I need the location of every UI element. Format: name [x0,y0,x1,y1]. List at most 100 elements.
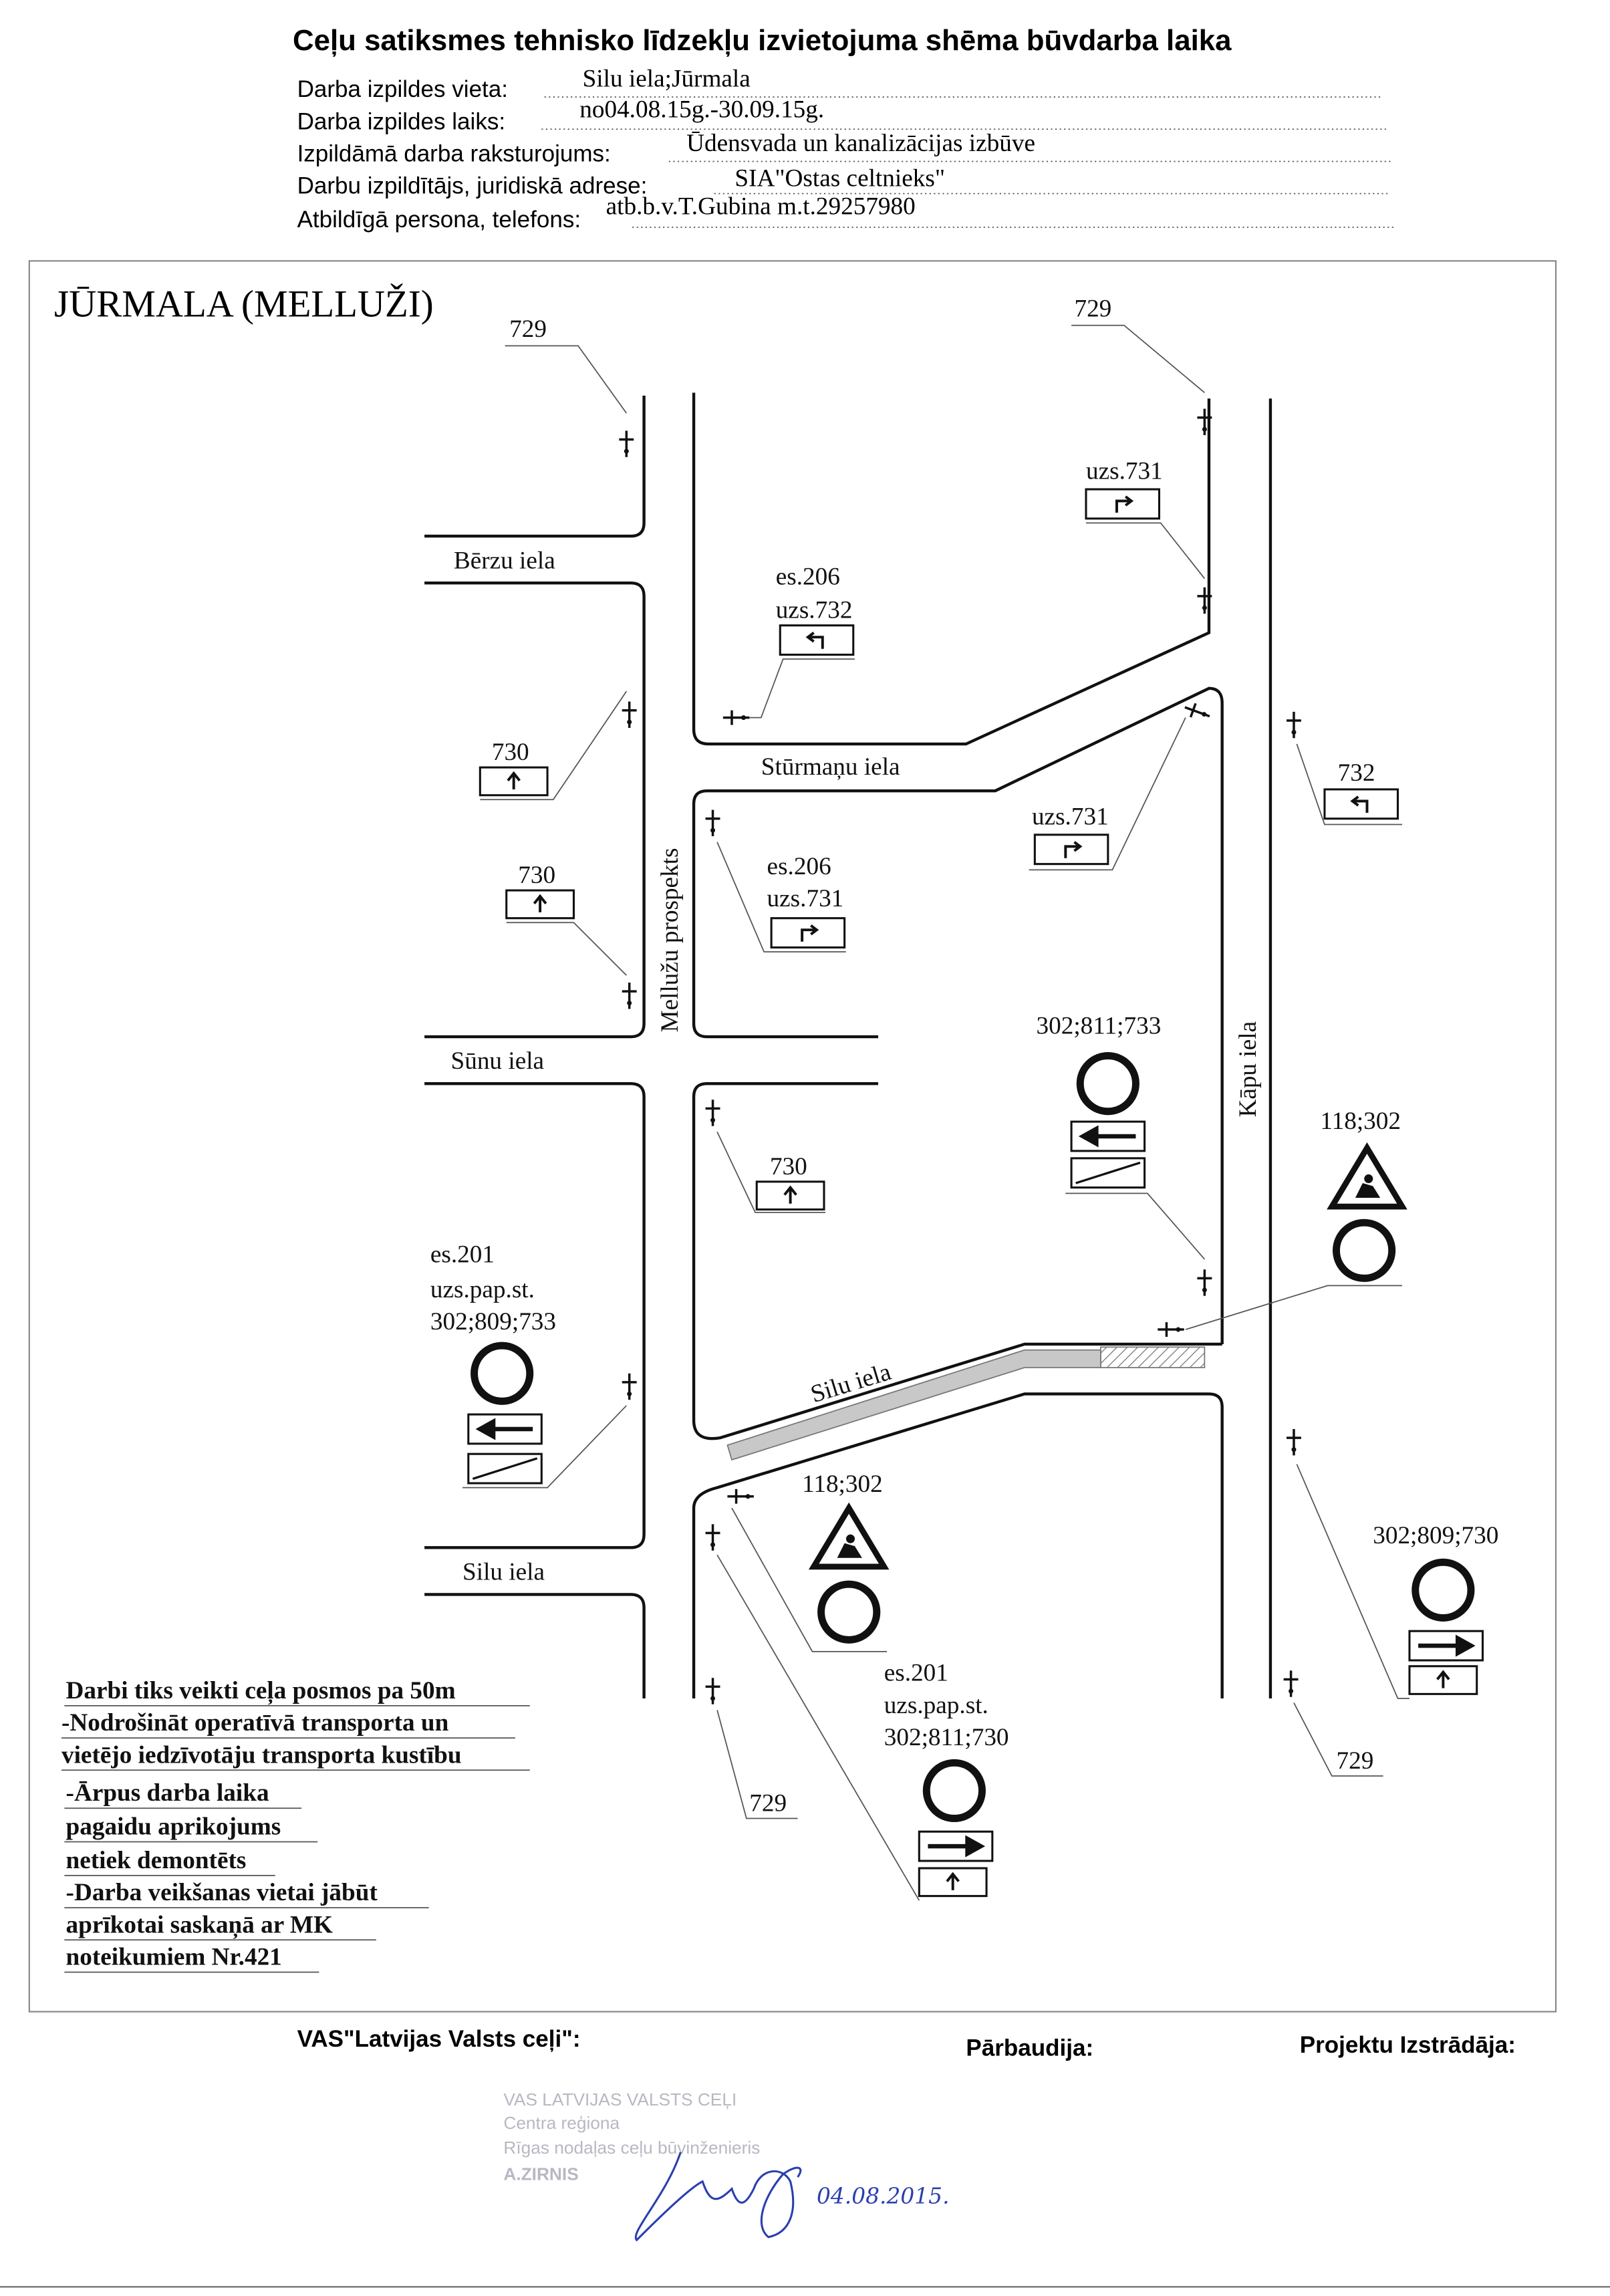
note-line: noteikumiem Nr.421 [66,1944,282,1971]
left-turn-panel-icon [1323,787,1399,820]
right-arrow-panel-icon [919,1831,992,1861]
left-turn-panel-icon [779,624,855,656]
stamp-line: Centra reģiona [503,2113,620,2133]
sign-label: uzs.pap.st. [884,1692,988,1719]
document-title: Ceļu satiksmes tehnisko līdzekļu izvieto… [293,24,1232,57]
sign-post-icon [1156,1321,1186,1338]
signature-date: 04.08.2015. [817,2183,950,2208]
straight-ahead-panel-icon [755,1180,825,1211]
sign-label: 730 [518,862,555,889]
sign-post-icon [620,700,638,729]
sign-label: 302;811;733 [1037,1013,1162,1040]
sign-label: uzs.731 [767,885,844,912]
sign-post-icon [726,1488,755,1505]
work-notes: Darbi tiks veikti ceļa posmos pa 50m -No… [61,1677,530,1973]
stamp-line: VAS LATVIJAS VALSTS CEĻI [503,2089,736,2110]
checked-by-label: Pārbaudija: [966,2035,1093,2061]
sign-730-b: 730 [505,862,638,1011]
straight-ahead-panel-icon [505,889,575,920]
street-label-sunu: Sūnu iela [451,1047,545,1075]
field-label-period: Darba izpildes laiks: [297,108,506,134]
handwritten-signature: 04.08.2015. [634,2152,950,2242]
no-entry-ring-icon [821,1584,877,1640]
sign-es201-302-809-733: es.201 uzs.pap.st. 302;809;733 [430,1241,638,1489]
street-label-silu-left: Silu iela [462,1559,545,1586]
straight-ahead-panel-icon [479,766,549,797]
header-fields: Darba izpildes vieta: Silu iela;Jūrmala … [297,66,1393,233]
note-line: -Ārpus darba laika [66,1779,269,1807]
sign-post-icon [1181,699,1214,725]
sign-post-icon [1285,711,1303,740]
sign-post-icon [618,429,636,459]
map-title: JŪRMALA (MELLUŽI) [54,283,434,326]
sign-label: es.206 [776,563,840,590]
note-line: -Darba veikšanas vietai jābūt [66,1879,378,1906]
sign-730-c: 730 [704,1098,826,1213]
sign-label: 302;811;730 [884,1724,1009,1751]
sign-post-icon [704,808,722,838]
sign-label: 118;302 [1320,1108,1401,1135]
roadworks-triangle-icon [1332,1148,1402,1207]
sign-post-icon [704,1098,722,1128]
straight-ahead-panel-icon [918,1867,988,1898]
field-value-responsible: atb.b.v.T.Gubina m.t.29257980 [606,193,916,220]
sign-label: 732 [1338,759,1375,787]
approval-lvc-label: VAS"Latvijas Valsts ceļi": [297,2026,581,2052]
map-frame [28,260,1557,2013]
sign-label: 729 [509,315,547,343]
sign-118-302-right: 118;302 [1156,1108,1402,1338]
street-label-berzu: Bērzu iela [454,547,555,574]
left-arrow-panel-icon [468,1414,542,1444]
no-entry-ring-icon [1336,1223,1391,1278]
no-entry-ring-icon [1080,1056,1135,1112]
note-line: -Nodrošināt operatīvā transporta un [61,1709,449,1737]
no-entry-ring-icon [475,1346,530,1401]
sign-118-302-left: 118;302 [726,1471,887,1652]
sign-label: 302;809;733 [430,1308,556,1335]
field-value-period: no04.08.15g.-30.09.15g. [579,96,824,124]
roadworks-triangle-icon [814,1508,884,1567]
stamp-line: Rīgas nodaļas ceļu būvinženieris [503,2138,760,2158]
sign-729-north-right: 729 [1071,295,1214,436]
sign-729-south-right: 729 [1282,1669,1383,1777]
sign-729-south-left: 729 [704,1676,798,1819]
sign-730-a: 730 [479,690,638,801]
note-line: pagaidu aprikojums [66,1813,281,1841]
sign-post-icon [1196,1268,1214,1297]
street-label-kapu: Kāpu iela [1234,1021,1262,1117]
sign-label: uzs.731 [1086,458,1163,485]
note-line: aprīkotai saskaņā ar MK [66,1911,333,1939]
sign-label: 730 [492,739,529,766]
sign-post-icon [704,1676,722,1706]
sign-label: 729 [749,1790,787,1817]
sign-post-icon [704,1523,722,1552]
field-value-work-description: Ūdensvada un kanalizācijas izbūve [686,130,1035,157]
sign-label: es.206 [767,853,831,880]
approval-stamp: VAS LATVIJAS VALSTS CEĻI Centra reģiona … [503,2089,760,2184]
field-label-location: Darba izpildes vieta: [297,76,508,102]
sign-post-icon [722,709,751,727]
right-turn-panel-icon [1033,833,1109,866]
sign-label: es.201 [884,1660,948,1687]
straight-ahead-panel-icon [1407,1664,1478,1696]
sign-302-811-733-right: 302;811;733 [1037,1013,1214,1297]
sign-uzs731-upper: uzs.731 [1085,458,1214,615]
note-line: vietējo iedzīvotāju transporta kustību [61,1741,462,1769]
sign-label: 302;809;730 [1373,1522,1498,1549]
sign-post-icon [1285,1428,1303,1457]
sign-label: uzs.731 [1032,803,1109,831]
no-entry-ring-icon [1416,1562,1471,1618]
sign-post-icon [1282,1669,1300,1698]
sign-732: 732 [1285,711,1403,825]
field-label-contractor: Darbu izpildītājs, juridiskā adrese: [297,173,648,199]
no-entry-ring-icon [926,1763,982,1818]
left-arrow-panel-icon [1071,1122,1145,1151]
sign-label: uzs.732 [776,597,853,624]
field-value-location: Silu iela;Jūrmala [583,66,751,93]
end-diagonal-panel-icon [467,1452,543,1485]
sign-post-icon [620,1372,638,1401]
sign-post-icon [620,981,638,1011]
right-arrow-panel-icon [1410,1631,1483,1660]
sign-label: 729 [1074,295,1111,323]
